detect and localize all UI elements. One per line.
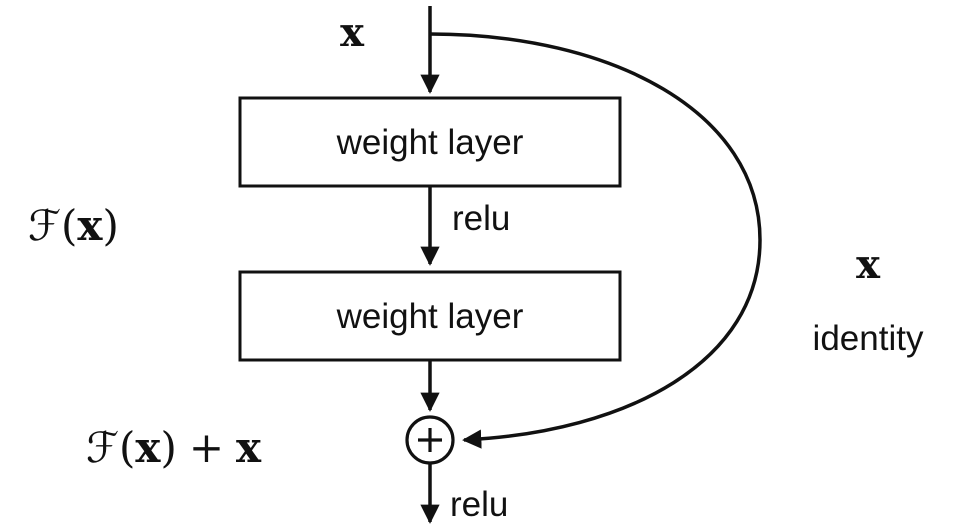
residual-arg: x — [77, 201, 103, 250]
output-close: ) — [160, 423, 176, 472]
skip-connection-curve — [429, 32, 762, 449]
output-x: x — [236, 423, 262, 472]
weight-layer-1-label: weight layer — [336, 123, 524, 162]
output-arg: x — [135, 423, 161, 472]
output-plus: + — [189, 423, 224, 472]
input-x-label: x — [340, 9, 365, 56]
plus-icon — [418, 428, 442, 452]
residual-function-label: ℱ(x) — [28, 201, 119, 250]
identity-x-label: x — [856, 241, 881, 288]
identity-label: identity — [813, 319, 924, 358]
residual-close: ) — [102, 201, 118, 250]
output-sum-label: ℱ(x)+x — [86, 423, 262, 472]
output-fn: ℱ( — [86, 423, 135, 472]
residual-fn: ℱ( — [28, 201, 77, 250]
weight-layer-2-box — [238, 270, 622, 362]
relu-out-label: relu — [450, 485, 508, 524]
weight-layer-1-box — [238, 96, 622, 188]
weight-layer-2-label: weight layer — [336, 297, 524, 336]
relu-mid-label: relu — [452, 199, 510, 238]
